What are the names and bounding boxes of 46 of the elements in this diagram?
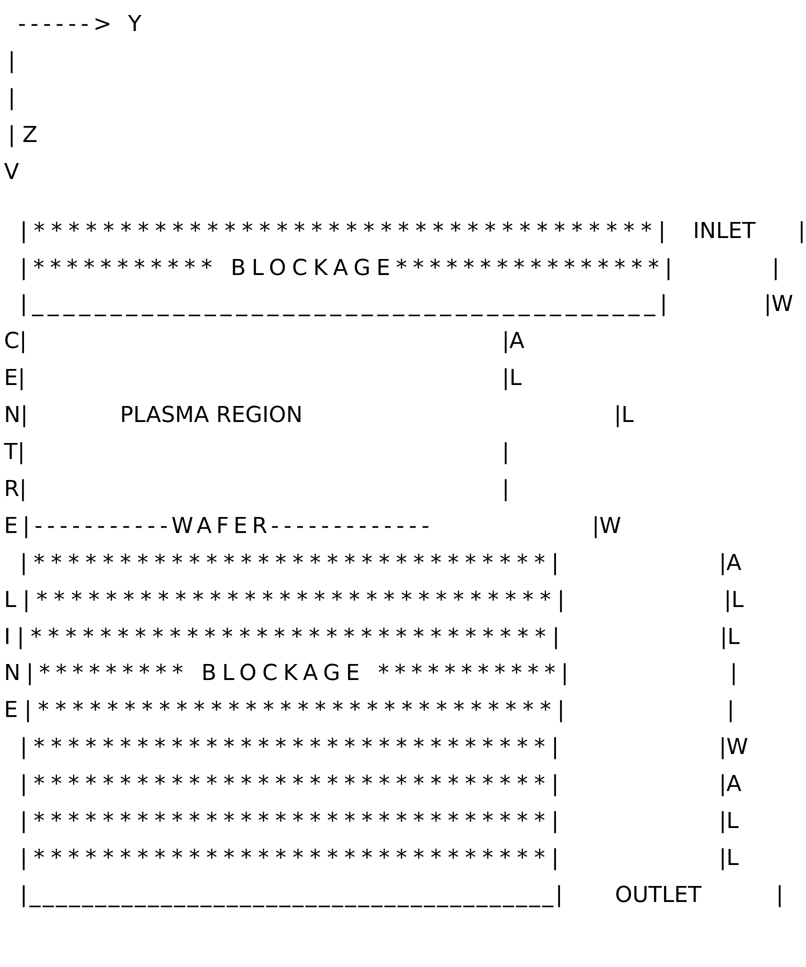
wall-text: |W	[592, 514, 622, 540]
ascii-art-line: E|	[4, 366, 26, 392]
wafer-line-text: E|-----------WAFER-------------	[4, 514, 434, 540]
edge-text: |	[776, 882, 784, 909]
ascii-art-line: |*********** BLOCKAGE****************|	[20, 256, 678, 282]
wall-text: |W	[719, 735, 748, 762]
outlet-label: OUTLET	[615, 882, 702, 909]
edge-text: |	[502, 440, 510, 466]
ascii-art-line: T|	[4, 440, 25, 466]
edge-text: |	[798, 218, 806, 245]
ascii-art-line: C|	[4, 329, 27, 356]
axis-line-text: |	[8, 86, 16, 112]
wall-text: |L	[724, 588, 744, 614]
edge-text: |	[730, 661, 738, 688]
ascii-art-line: |************************************|	[20, 218, 672, 245]
wall-text: |A	[502, 329, 524, 356]
ascii-art-line: |******************************|	[20, 772, 565, 798]
ascii-art-line: I|******************************|	[4, 624, 566, 651]
edge-text: |	[727, 698, 734, 724]
ascii-art-line: R|	[4, 476, 27, 503]
wall-text: |W	[764, 292, 794, 318]
edge-text: |	[502, 476, 510, 503]
axis-arrow-text: ------> Y	[18, 12, 146, 38]
ascii-art-line: |________________________________________|	[20, 292, 672, 318]
wall-text: |L	[719, 846, 739, 872]
ascii-art-line: N|	[4, 403, 28, 430]
axis-arrowhead-text: V	[4, 160, 20, 186]
ascii-art-line: |******************************|	[20, 550, 565, 577]
ascii-art-line: L|******************************|	[4, 588, 571, 614]
edge-text: |	[772, 256, 780, 282]
ascii-art-line: N|********* BLOCKAGE ***********|	[4, 661, 574, 688]
wall-text: |L	[720, 624, 740, 651]
wall-text: |L	[502, 366, 522, 392]
axis-label: | Z	[8, 122, 38, 149]
ascii-art-line: |******************************|	[20, 735, 565, 762]
wall-text: |A	[719, 550, 742, 577]
ascii-art-line: |________________________________________|	[20, 882, 565, 909]
ascii-art-line: E|******************************|	[4, 698, 571, 724]
ascii-art-line: |******************************|	[20, 809, 565, 836]
ascii-art-line: |******************************|	[20, 846, 565, 872]
wall-text: |L	[719, 809, 739, 836]
plasma-region-label: PLASMA REGION	[120, 403, 303, 430]
axis-line-text: |	[8, 48, 16, 75]
wall-text: |A	[719, 772, 742, 798]
wall-text: |L	[614, 403, 634, 430]
inlet-label: INLET	[693, 218, 756, 245]
